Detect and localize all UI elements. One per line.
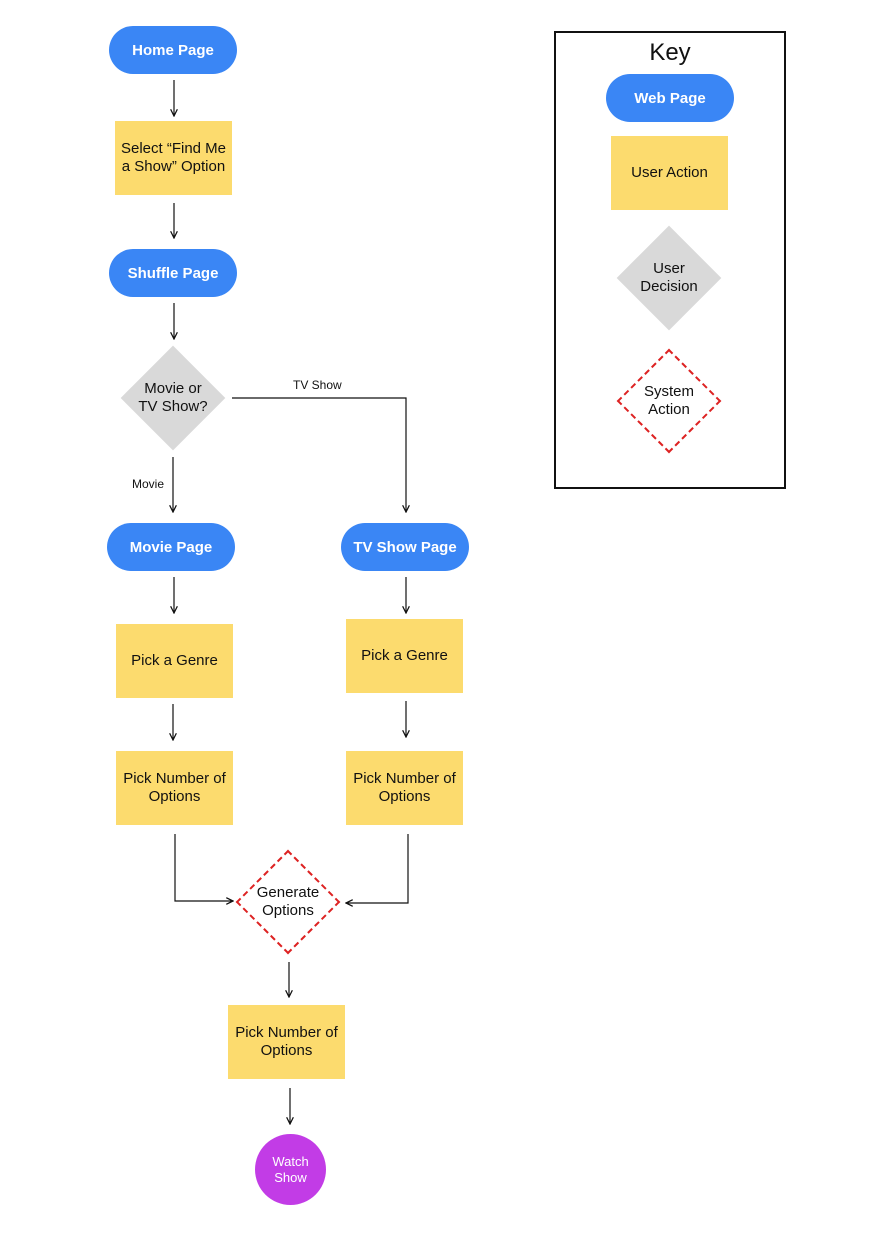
home-page-node: Home Page: [109, 26, 237, 74]
movie-pick-genre-label: Pick a Genre: [131, 652, 218, 669]
tv-pick-genre-node: Pick a Genre: [346, 619, 463, 693]
key-system-action-swatch: System Action: [614, 346, 724, 456]
movie-page-label: Movie Page: [129, 538, 213, 556]
key-user-decision-label: User Decision: [640, 260, 698, 295]
select-find-me-a-show-label: Select “Find Me a Show” Option: [120, 140, 227, 175]
generate-options-label: Generate Options: [256, 884, 320, 919]
watch-show-label: Watch Show: [272, 1153, 309, 1185]
generate-options-system-action: Generate Options: [233, 847, 343, 957]
tv-show-page-label: TV Show Page: [353, 538, 457, 556]
key-web-page-swatch: Web Page: [606, 74, 734, 122]
key-legend: Key Web Page User Action User Decision S…: [554, 31, 786, 489]
key-title: Key: [649, 39, 691, 66]
final-pick-number-node: Pick Number of Options: [228, 1005, 345, 1079]
key-user-action-label: User Action: [631, 164, 708, 181]
movie-or-tv-show-label: Movie or TV Show?: [138, 380, 208, 415]
tv-pick-number-label: Pick Number of Options: [353, 770, 456, 805]
tv-show-page-node: TV Show Page: [341, 523, 469, 571]
select-find-me-a-show-node: Select “Find Me a Show” Option: [115, 121, 232, 195]
edge-label-movie: Movie: [132, 477, 165, 491]
tv-pick-genre-label: Pick a Genre: [361, 647, 448, 664]
key-user-action-swatch: User Action: [611, 136, 728, 210]
arrow-decision-to-tv-show-page: [232, 397, 406, 512]
watch-show-end-node: Watch Show: [255, 1134, 326, 1205]
key-web-page-label: Web Page: [634, 89, 706, 107]
movie-or-tv-show-decision: Movie or TV Show?: [118, 343, 228, 453]
arrow-movie-number-to-generate: [174, 834, 233, 901]
arrow-tv-number-to-generate: [346, 834, 409, 903]
shuffle-page-node: Shuffle Page: [109, 249, 237, 297]
movie-pick-number-node: Pick Number of Options: [116, 751, 233, 825]
final-pick-number-label: Pick Number of Options: [235, 1024, 338, 1059]
movie-page-node: Movie Page: [107, 523, 235, 571]
movie-pick-number-label: Pick Number of Options: [123, 770, 226, 805]
key-system-action-label: System Action: [643, 383, 694, 418]
tv-pick-number-node: Pick Number of Options: [346, 751, 463, 825]
movie-pick-genre-node: Pick a Genre: [116, 624, 233, 698]
shuffle-page-label: Shuffle Page: [127, 264, 219, 282]
home-page-label: Home Page: [132, 41, 214, 59]
edge-label-tv-show: TV Show: [293, 378, 342, 392]
key-user-decision-swatch: User Decision: [614, 223, 724, 333]
